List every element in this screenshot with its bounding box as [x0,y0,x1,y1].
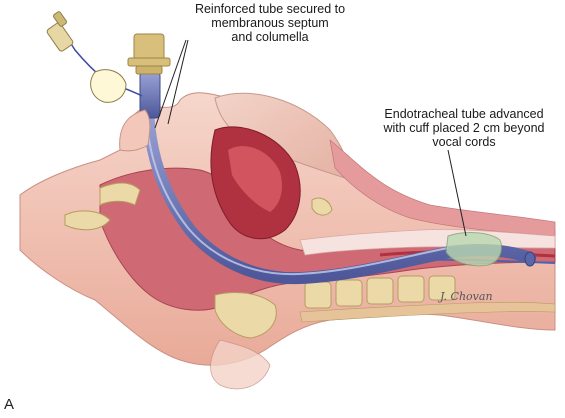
leader-line-cuff [447,149,467,237]
panel-letter: A [4,396,15,413]
tube-cuff [445,232,502,267]
label-line: membranous septum [211,16,329,30]
label-line: vocal cords [432,135,496,149]
nose [119,109,151,152]
leader-line-septum [154,39,187,129]
nasal-turbinate [64,210,111,231]
spinal-cord [299,302,556,323]
label-line: Endotracheal tube advanced [384,107,544,121]
maxilla-bone [99,182,141,206]
tube-tip [524,251,536,267]
label-line: and columella [231,30,309,44]
tongue-highlight [228,146,282,212]
leader-line-columella [167,39,189,125]
mandible [214,291,277,339]
pilot-valve [46,11,74,52]
label-line: Reinforced tube secured to [194,2,346,16]
label-line: with cuff placed 2 cm beyond [383,121,545,135]
pilot-balloon [90,69,127,103]
endotracheal-tube-highlight [145,111,449,276]
label-endotracheal-cuff: Endotracheal tube advanced with cuff pla… [360,107,565,149]
cervical-spine [304,275,456,309]
label-reinforced-tube: Reinforced tube secured to membranous se… [172,2,368,44]
chin [210,339,271,390]
tube-connector [127,33,171,75]
hyoid-bone [311,197,333,216]
scalp-tissue [329,138,556,237]
artist-signature: J. Chovan [438,290,493,303]
